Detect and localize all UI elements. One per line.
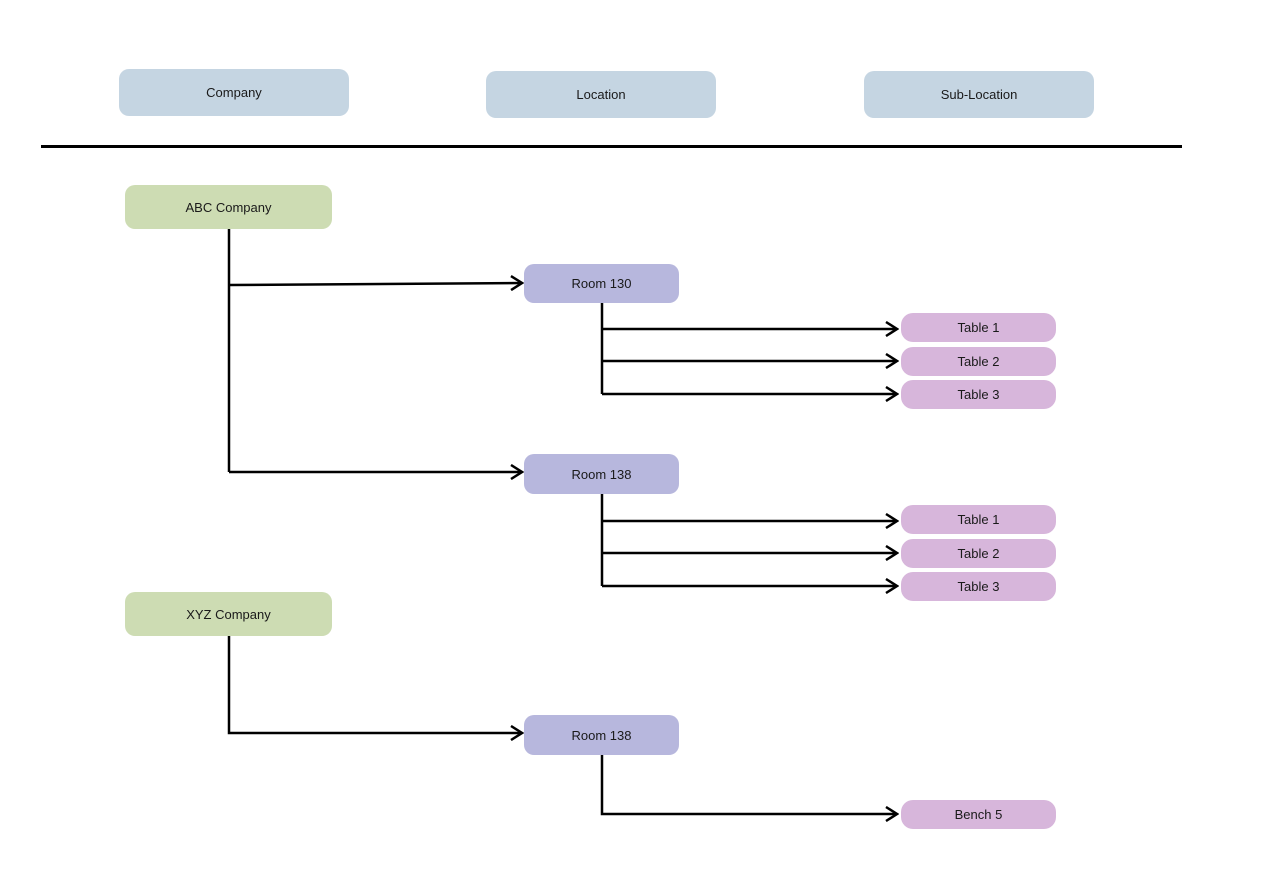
header-company: Company — [119, 69, 349, 116]
company-node-xyz: XYZ Company — [125, 592, 332, 636]
sub-location-node: Table 3 — [901, 572, 1056, 601]
location-node-room-130: Room 130 — [524, 264, 679, 303]
sub-location-node: Table 2 — [901, 539, 1056, 568]
connector-abc-room130 — [228, 283, 522, 285]
sub-location-node: Bench 5 — [901, 800, 1056, 829]
sub-location-node: Table 3 — [901, 380, 1056, 409]
sub-location-node: Table 1 — [901, 313, 1056, 342]
company-node-abc: ABC Company — [125, 185, 332, 229]
sub-location-node: Table 2 — [901, 347, 1056, 376]
header-sub-location: Sub-Location — [864, 71, 1094, 118]
header-location: Location — [486, 71, 716, 118]
sub-location-node: Table 1 — [901, 505, 1056, 534]
connector-xyz-room138 — [227, 636, 522, 733]
header-divider — [41, 145, 1182, 148]
connector-room138b-bench5 — [600, 755, 897, 814]
location-node-room-138-xyz: Room 138 — [524, 715, 679, 755]
location-node-room-138: Room 138 — [524, 454, 679, 494]
